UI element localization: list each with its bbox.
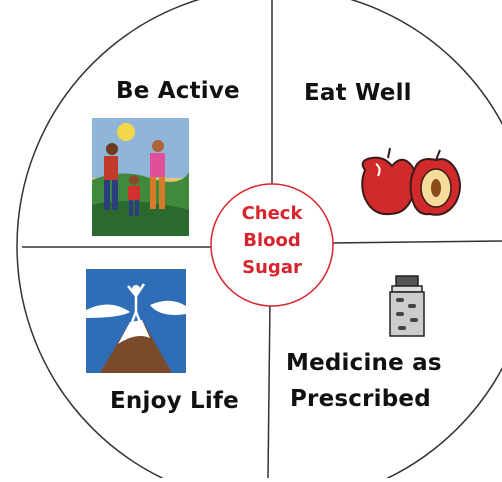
center-text-line2: Blood xyxy=(243,230,301,251)
eat-well-label: Eat Well xyxy=(304,80,412,106)
mountain-summit-icon xyxy=(86,269,186,373)
be-active-label: Be Active xyxy=(116,78,240,104)
vertical-divider-bottom xyxy=(267,299,271,479)
medicine-label-line1: Medicine as xyxy=(286,350,442,376)
medicine-label-line2: Prescribed xyxy=(290,386,431,412)
apple-icon xyxy=(361,147,461,216)
pill-bottle-icon xyxy=(389,275,425,337)
horizontal-divider-right xyxy=(329,240,502,244)
enjoy-life-label: Enjoy Life xyxy=(110,388,239,414)
center-text-line1: Check xyxy=(241,203,303,224)
center-text-line3: Sugar xyxy=(242,257,302,278)
family-walking-icon xyxy=(92,118,189,236)
center-circle xyxy=(210,183,334,307)
